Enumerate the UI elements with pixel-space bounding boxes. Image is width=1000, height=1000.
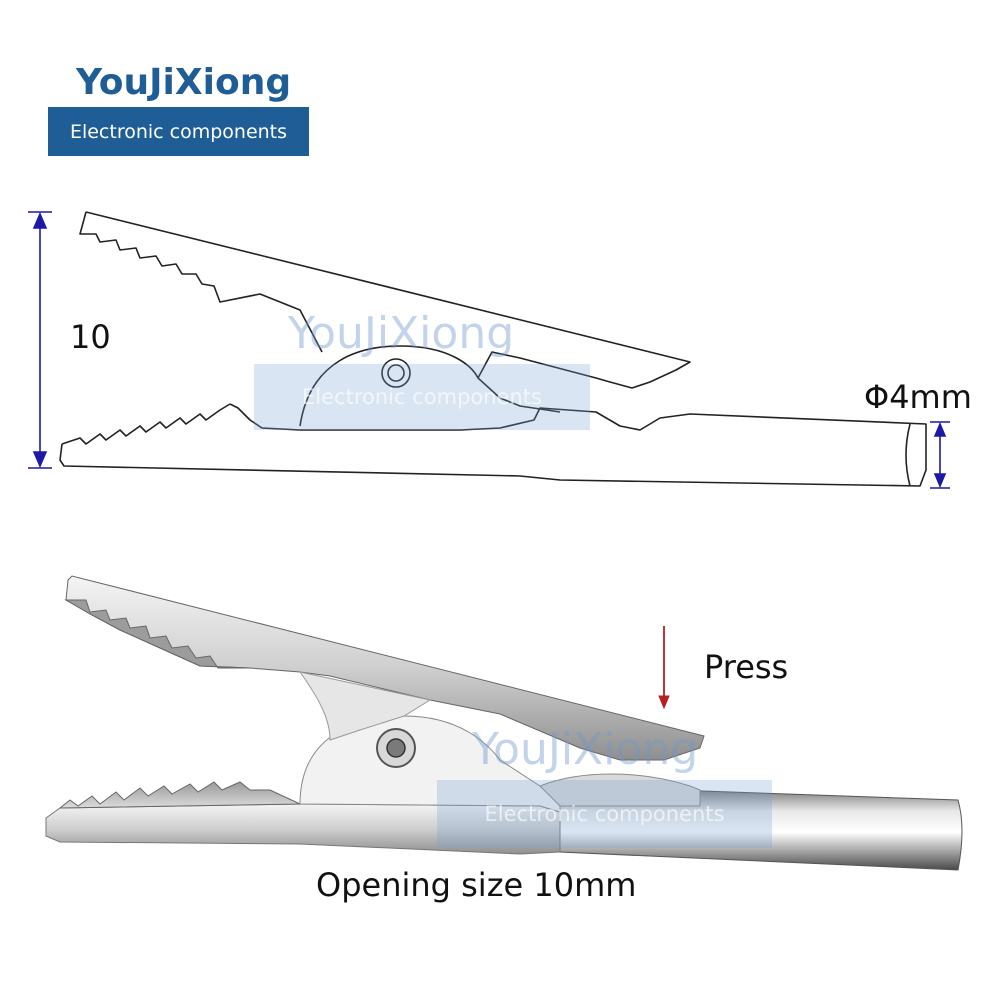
pivot-rivet-outer — [381, 358, 411, 388]
pivot-body-outline — [299, 345, 561, 427]
tube-end-line — [905, 423, 911, 487]
opening-size-label: Opening size 10mm — [316, 866, 637, 904]
press-label: Press — [704, 648, 789, 686]
clip-photo — [45, 575, 963, 871]
pivot-rivet-inner — [387, 364, 405, 382]
height-dimension — [28, 211, 52, 469]
watermark-name-bottom: YouJiXiong — [472, 724, 699, 775]
clip-tube — [559, 785, 963, 871]
height-dimension-label: 10 — [70, 318, 111, 356]
watermark-band-top: Electronic components — [254, 364, 590, 430]
clip-upper-side — [298, 671, 432, 741]
diameter-dimension — [930, 421, 950, 489]
clip-rivet-hole — [386, 738, 406, 758]
upper-jaw-outline — [79, 211, 691, 389]
press-arrow-icon — [658, 626, 670, 710]
brand-name: YouJiXiong — [76, 62, 292, 103]
brand-tagline: Electronic components — [48, 107, 309, 156]
diameter-dimension-label: Φ4mm — [864, 378, 972, 416]
watermark-band-bottom: Electronic components — [437, 780, 772, 848]
clip-outline-drawing — [59, 211, 927, 487]
lower-jaw-outline — [59, 403, 927, 487]
clip-lower-teeth — [58, 781, 301, 809]
clip-upper-teeth — [64, 599, 251, 669]
clip-rear-curve — [539, 773, 701, 807]
watermark-name-top: YouJiXiong — [288, 308, 515, 359]
